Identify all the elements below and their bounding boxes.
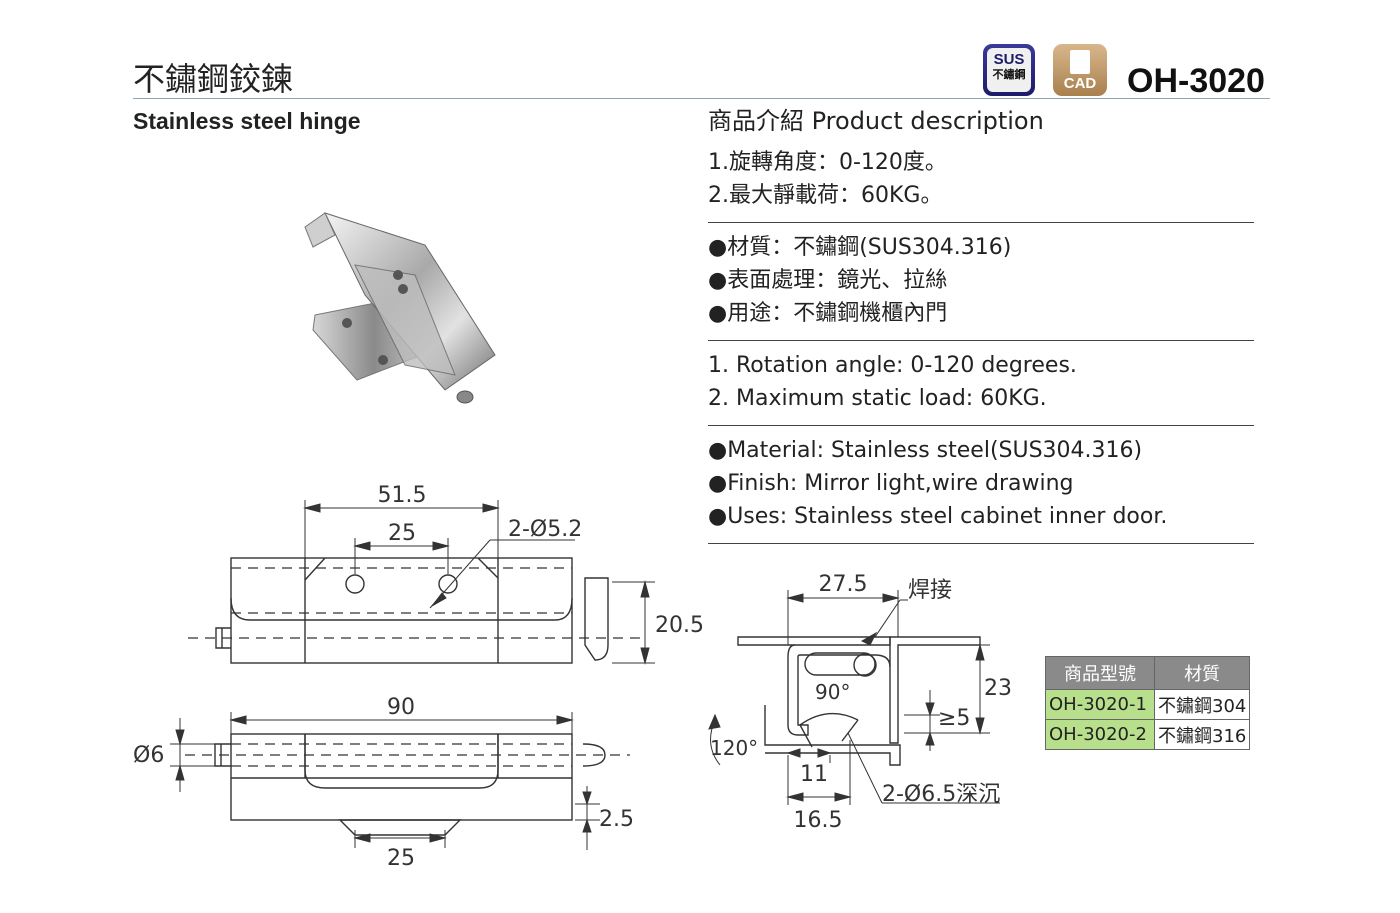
en-detail-2: ●Finish: Mirror light,wire drawing (708, 471, 1074, 496)
product-description: 商品介紹 Product description 1.旋轉角度：0-120度。 … (708, 106, 1254, 552)
dim-hole-diameter: 2-Ø5.2 (508, 517, 582, 542)
file-icon (1070, 50, 1090, 74)
table-row: OH-3020-1 不鏽鋼304 (1045, 689, 1251, 720)
header-model: 商品型號 (1045, 656, 1155, 690)
material-cell: 不鏽鋼316 (1153, 719, 1251, 750)
dim-tab: 25 (387, 846, 415, 871)
page-subtitle: Stainless steel hinge (133, 108, 361, 134)
divider (708, 222, 1254, 223)
en-spec-1: 1. Rotation angle: 0-120 degrees. (708, 353, 1077, 378)
page-title: 不鏽鋼鉸鍊 (133, 60, 294, 98)
angle-120: 120° (710, 736, 758, 760)
table-header-row: 商品型號 材質 (1045, 656, 1251, 690)
weld-label: 焊接 (908, 578, 952, 603)
sus-badge-top: SUS (993, 51, 1025, 68)
dim-height: 20.5 (655, 613, 704, 638)
zh-spec-1: 1.旋轉角度：0-120度。 (708, 150, 947, 175)
hinge-outline (230, 557, 573, 664)
dim-23: 23 (984, 676, 1012, 701)
en-detail-3: ●Uses: Stainless steel cabinet inner doo… (708, 504, 1168, 529)
sus-badge-icon: SUS 不鏽鋼 (983, 44, 1035, 96)
dim-length: 90 (387, 695, 415, 720)
dim-hole-spacing: 25 (388, 521, 416, 546)
en-spec-2: 2. Maximum static load: 60KG. (708, 386, 1047, 411)
hole-right (438, 574, 458, 594)
dim-thickness: 2.5 (599, 807, 634, 832)
header-material: 材質 (1153, 656, 1251, 690)
divider (708, 425, 1254, 426)
divider (708, 340, 1254, 341)
dim-16-5: 16.5 (794, 808, 843, 833)
sus-badge-bottom: 不鏽鋼 (992, 69, 1026, 81)
product-photo (304, 212, 496, 404)
dim-min5: ≥5 (938, 706, 970, 731)
zh-detail-3: ●用途：不鏽鋼機櫃內門 (708, 301, 948, 326)
material-cell: 不鏽鋼304 (1153, 689, 1251, 720)
angle-90: 90° (815, 680, 850, 704)
side-view-drawing: 27.5 焊接 90° 120° 23 ≥5 11 16.5 2-Ø6.5深沉 (708, 572, 1012, 833)
counterbore-holes: 2-Ø6.5深沉 (882, 782, 1000, 807)
description-heading: 商品介紹 Product description (708, 107, 1044, 135)
dim-width: 27.5 (819, 572, 868, 597)
en-detail-1: ●Material: Stainless steel(SUS304.316) (708, 438, 1143, 463)
top-view-drawing: 51.5 25 2-Ø5.2 20.5 (188, 483, 704, 665)
model-cell: OH-3020-1 (1045, 689, 1155, 720)
model-cell: OH-3020-2 (1045, 719, 1155, 750)
zh-spec-2: 2.最大靜載荷：60KG。 (708, 183, 943, 208)
model-number: OH-3020 (1127, 62, 1265, 100)
table-row: OH-3020-2 不鏽鋼316 (1045, 719, 1251, 750)
cad-label: CAD (1063, 75, 1097, 92)
title-divider (133, 98, 1270, 99)
zh-detail-1: ●材質：不鏽鋼(SUS304.316) (708, 235, 1012, 260)
model-material-table: 商品型號 材質 OH-3020-1 不鏽鋼304 OH-3020-2 不鏽鋼31… (1045, 656, 1251, 750)
zh-detail-2: ●表面處理：鏡光、拉絲 (708, 268, 948, 293)
divider (708, 543, 1254, 544)
dim-11: 11 (800, 762, 828, 787)
hole-left (345, 574, 365, 594)
front-view-drawing: 90 Ø6 2.5 25 (133, 695, 634, 871)
cad-download-button[interactable]: CAD (1053, 44, 1107, 96)
dim-pin-diameter: Ø6 (133, 743, 164, 768)
dim-total: 51.5 (378, 483, 427, 508)
